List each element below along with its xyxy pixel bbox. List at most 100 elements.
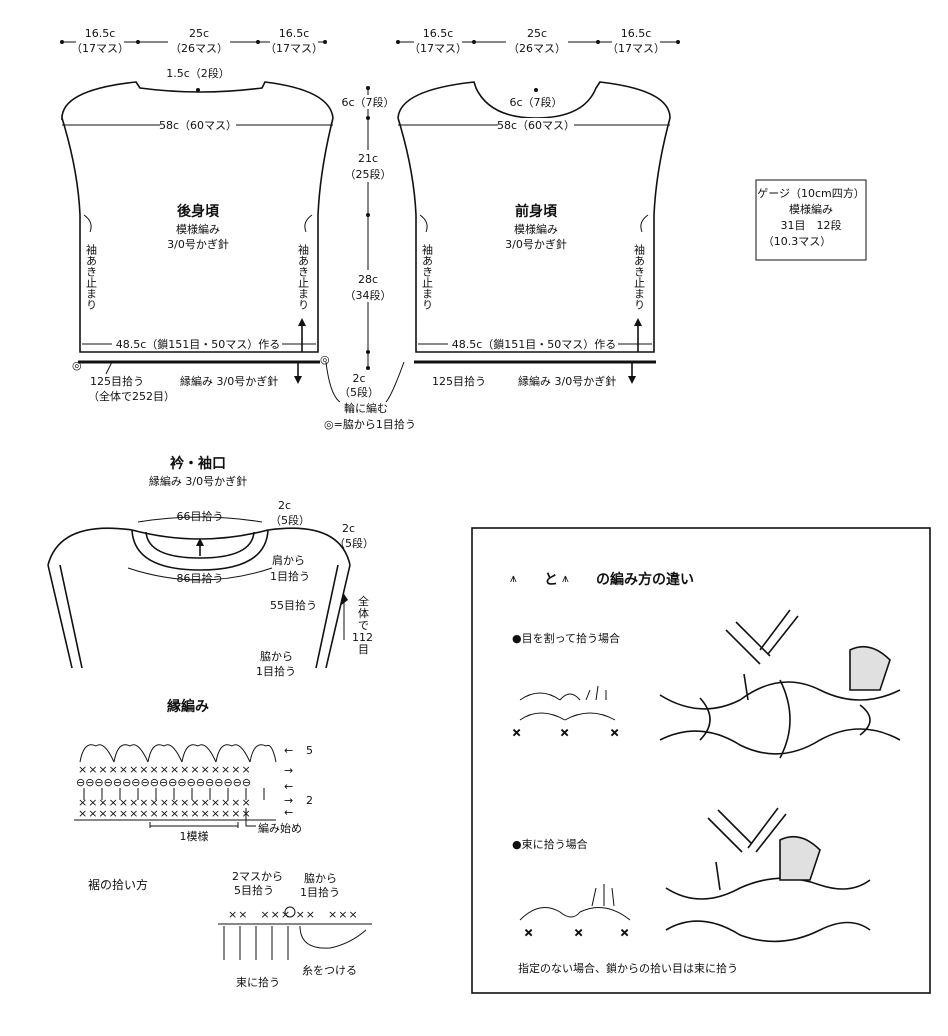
collar-cuff-diagram: 衿・袖口 縁編み 3/0号かぎ針 66目拾う 86目拾う 2c （5段） 2c …: [47, 455, 374, 678]
vert-body-rows: （34段）: [345, 288, 392, 302]
collar-title: 衿・袖口: [170, 455, 226, 472]
back-border: 縁編み 3/0号かぎ針: [180, 374, 278, 388]
hem-pickup-diagram: 裾の拾い方 2マスから 5目拾う 脇から 1目拾う ×× ××× ×× ××× …: [88, 870, 372, 989]
vert-note: ◎=脇から1目拾う: [324, 417, 416, 431]
hem-title: 裾の拾い方: [88, 877, 148, 892]
front-pickup: 125目拾う: [432, 374, 486, 388]
back-right-cm: 16.5c: [279, 27, 310, 40]
vert-armhole-rows: （25段）: [345, 167, 392, 181]
vert-round: 輪に編む: [344, 401, 388, 415]
back-hem-width: 48.5c（鎖151目・50マス）作る: [116, 337, 281, 351]
back-body-piece: 1.5c（2段） 58c（60マス） 後身頃 模様編み 3/0号かぎ針 袖あき止…: [61, 66, 334, 403]
chart-arrow-4: →: [284, 764, 293, 777]
svg-text:×: ×: [620, 926, 629, 939]
back-mark-left: ◎: [72, 359, 82, 372]
case1-symbol: × × ×: [512, 685, 620, 740]
front-left-sts: （17マス）: [409, 42, 467, 55]
gauge-pattern: 模様編み: [789, 202, 833, 216]
collar-subtitle: 縁編み 3/0号かぎ針: [149, 474, 247, 488]
collar-total-2: 体: [358, 606, 369, 620]
collar-total-5: 目: [358, 643, 369, 656]
collar-shoulder: 肩から: [272, 553, 305, 567]
chart-arrow-1: ←: [284, 806, 293, 819]
back-center-cm: 25c: [189, 27, 209, 40]
case1-illustration: [659, 609, 901, 759]
back-armhole-right: 袖あき止まり: [297, 243, 310, 310]
collar-side-2: 1目拾う: [256, 664, 296, 678]
collar-shoulder-2: 1目拾う: [270, 569, 310, 583]
chart-row-x3: ×××××××××××××××××: [78, 807, 252, 820]
back-right-sts: （17マス）: [265, 42, 323, 55]
back-left-cm: 16.5c: [85, 27, 116, 40]
front-center-sts: （26マス）: [508, 42, 566, 55]
back-armhole-left: 袖あき止まり: [85, 243, 98, 310]
vert-armhole-cm: 21c: [358, 152, 378, 165]
diff-icon-1: ⩚: [510, 571, 517, 585]
hem-two: 2マスから: [232, 870, 283, 883]
front-title: 前身頃: [515, 203, 558, 220]
collar-total-3: で: [358, 619, 369, 632]
hem-side: 脇から: [304, 872, 337, 885]
vert-border-cm: 2c: [352, 372, 365, 385]
dc-row: [83, 788, 265, 800]
diff-case-1: ●目を割って拾う場合: [512, 631, 620, 645]
gauge-box: ゲージ（10cm四方） 模様編み 31目 12段 （10.3マス）: [755, 179, 867, 261]
chart-row-5: 5: [306, 744, 313, 757]
back-pattern: 模様編み: [176, 222, 220, 236]
front-left-cm: 16.5c: [423, 27, 454, 40]
collar-total-1: 全: [358, 594, 369, 608]
collar-outer: 86目拾う: [177, 571, 224, 585]
vert-border-rows: （5段）: [339, 385, 379, 399]
case2-illustration: [665, 807, 871, 943]
back-neck-depth: 1.5c（2段）: [166, 66, 230, 80]
chart-arrow-5: ←: [284, 744, 293, 757]
chart-arrow-2: →: [284, 794, 293, 807]
hem-side-2: 1目拾う: [300, 885, 340, 899]
sleeve-rows: （5段）: [334, 536, 374, 550]
vert-body-cm: 28c: [358, 273, 378, 286]
collar-depth-rows: （5段）: [270, 513, 310, 527]
sleeve-cm: 2c: [342, 522, 355, 535]
svg-text:×: ×: [524, 926, 533, 939]
front-width: 58c（60マス）: [497, 119, 575, 132]
collar-total-4: 112: [352, 631, 373, 644]
vertical-dimensions: 6c（7段） 21c （25段） 28c （34段） 2c （5段） 輪に編む …: [324, 86, 416, 431]
collar-depth-cm: 2c: [278, 499, 291, 512]
svg-text:×: ×: [610, 726, 619, 739]
front-pattern: 模様編み: [514, 222, 558, 236]
front-neck-depth: 6c（7段）: [509, 95, 562, 109]
gauge-title: ゲージ（10cm四方）: [757, 186, 865, 200]
front-right-sts: （17マス）: [607, 42, 665, 55]
top-dimension-front: 16.5c （17マス） 25c （26マス） 16.5c （17マス）: [396, 27, 680, 58]
case2-symbol: ×××: [519, 884, 631, 940]
hem-x-row: ×× ××× ×× ×××: [228, 908, 359, 921]
collar-inner: 66目拾う: [177, 509, 224, 523]
front-body-piece: 6c（7段） 58c（60マス） 前身頃 模様編み 3/0号かぎ針 袖あき止まり…: [294, 81, 671, 388]
back-title: 後身頃: [177, 203, 220, 220]
gauge-squares: （10.3マス）: [763, 235, 832, 248]
chart-start: 編み始め: [258, 821, 302, 835]
chart-row-2: 2: [306, 794, 313, 807]
diff-case-2: ●束に拾う場合: [512, 837, 588, 851]
gauge-values: 31目 12段: [781, 218, 842, 232]
front-armhole-right: 袖あき止まり: [633, 243, 646, 310]
border-title: 縁編み: [167, 698, 209, 715]
chart-arrow-3: ←: [284, 780, 293, 793]
chart-row-x1: ×××××××××××××××××: [78, 763, 252, 776]
svg-text:×: ×: [512, 726, 521, 739]
front-right-cm: 16.5c: [621, 27, 652, 40]
front-armhole-left: 袖あき止まり: [421, 243, 434, 310]
svg-text:×: ×: [560, 726, 569, 739]
front-hook: 3/0号かぎ針: [505, 237, 567, 251]
diff-footnote: 指定のない場合、鎖からの拾い目は束に拾う: [518, 961, 738, 975]
vert-neck: 6c（7段）: [341, 95, 394, 109]
front-center-cm: 25c: [527, 27, 547, 40]
back-pickup: 125目拾う: [90, 374, 144, 388]
back-left-sts: （17マス）: [71, 42, 129, 55]
chart-row-x2: ×××××××××××××××××: [78, 796, 252, 809]
hem-yarn: 糸をつける: [302, 964, 357, 977]
back-pickup-total: （全体で252目）: [88, 389, 175, 403]
back-hook: 3/0号かぎ針: [167, 237, 229, 251]
picot-row: [79, 744, 277, 763]
